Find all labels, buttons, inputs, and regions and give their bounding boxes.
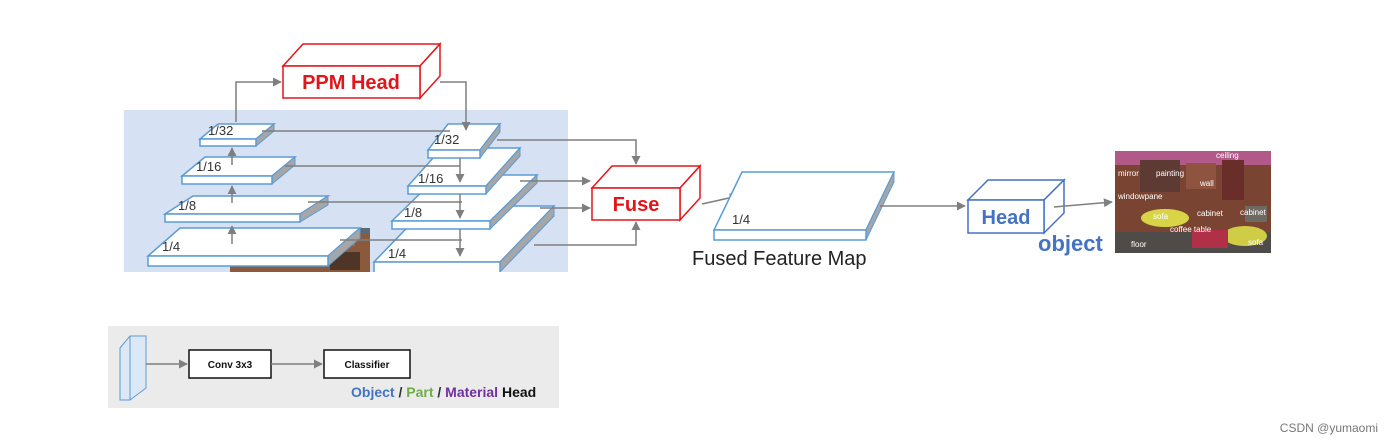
- caption-object: Object: [351, 384, 395, 400]
- right-label-1-16: 1/16: [418, 171, 443, 186]
- caption-material: Material: [445, 384, 498, 400]
- fused-feature-map: 1/4: [712, 171, 896, 241]
- left-layer-1-16: 1/16: [179, 155, 298, 186]
- right-label-1-32: 1/32: [434, 132, 459, 147]
- classifier-box: [323, 349, 411, 379]
- segmentation-output-image: ceiling mirror painting wall windowpane …: [1115, 151, 1271, 253]
- fuse-label: Fuse: [613, 194, 660, 216]
- caption-sep-1: /: [395, 384, 407, 400]
- head-detail-panel: Conv 3x3 Classifier Object / Part / Mate…: [108, 326, 559, 408]
- ppm-arrows: [235, 77, 471, 131]
- left-label-1-4: 1/4: [162, 239, 180, 254]
- left-layer-1-32: 1/32: [197, 122, 277, 148]
- watermark: CSDN @yumaomi: [1280, 421, 1378, 435]
- fuse-block: Fuse: [590, 164, 702, 222]
- ppm-head-label: PPM Head: [302, 72, 400, 94]
- head-task-label: object: [1038, 231, 1103, 256]
- right-feature-pyramid: 1/4 1/8 1/16 1/32: [372, 122, 556, 272]
- lateral-connection-arrows: [262, 130, 462, 241]
- caption-part: Part: [406, 384, 434, 400]
- right-layer-1-4: 1/4: [372, 204, 556, 272]
- seg-label-coffee-table: coffee table: [1170, 225, 1212, 234]
- seg-label-cabinet-2: cabinet: [1240, 208, 1267, 217]
- seg-label-painting: painting: [1156, 169, 1184, 178]
- seg-label-cabinet: cabinet: [1197, 209, 1224, 218]
- seg-label-windowpane: windowpane: [1117, 192, 1163, 201]
- head-to-output-arrow: [1053, 198, 1113, 208]
- fused-map-scale-label: 1/4: [732, 212, 750, 227]
- right-label-1-8: 1/8: [404, 205, 422, 220]
- fused-feature-map-caption: Fused Feature Map: [692, 248, 867, 270]
- seg-label-ceiling: ceiling: [1216, 151, 1239, 160]
- seg-label-wall: wall: [1199, 179, 1214, 188]
- head-block: Head: [966, 178, 1066, 235]
- ppm-head-block: PPM Head: [281, 42, 442, 100]
- left-label-1-32: 1/32: [208, 123, 233, 138]
- head-label: Head: [982, 207, 1031, 229]
- left-layer-1-4: 1/4: [146, 226, 362, 268]
- seg-label-sofa: sofa: [1153, 212, 1169, 221]
- caption-head: Head: [498, 384, 536, 400]
- caption-sep-2: /: [433, 384, 445, 400]
- head-types-caption: Object / Part / Material Head: [351, 384, 536, 400]
- left-layer-1-8: 1/8: [162, 195, 331, 223]
- left-label-1-8: 1/8: [178, 198, 196, 213]
- conv3x3-label: Conv 3x3: [208, 360, 253, 371]
- seg-label-floor: floor: [1131, 240, 1147, 249]
- right-label-1-4: 1/4: [388, 246, 406, 261]
- seg-label-sofa-2: sofa: [1248, 238, 1264, 247]
- classifier-label: Classifier: [344, 360, 389, 371]
- conv3x3-box: [188, 349, 272, 379]
- left-label-1-16: 1/16: [196, 159, 221, 174]
- seg-label-mirror: mirror: [1118, 169, 1139, 178]
